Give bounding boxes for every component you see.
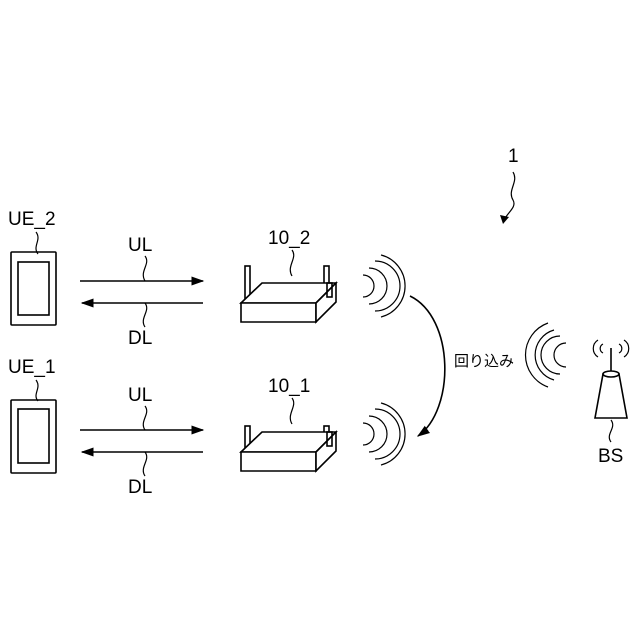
wraparound-label: 回り込み <box>454 352 514 370</box>
bs-label: BS <box>598 446 623 467</box>
base-station-icon <box>593 340 628 418</box>
router2-icon <box>241 266 336 322</box>
wraparound-arrow <box>410 296 445 436</box>
lower-ul-label: UL <box>128 385 152 406</box>
router2-leader <box>290 250 293 276</box>
router1-leader <box>290 398 293 424</box>
router2-label: 10_2 <box>268 228 310 249</box>
router1-icon <box>241 426 336 471</box>
lower-dl-label: DL <box>128 477 152 498</box>
system-ref-leader <box>504 172 515 220</box>
ue1-leader <box>36 380 38 401</box>
system-ref-arrowhead <box>500 215 509 224</box>
router1-radio-waves <box>363 403 405 465</box>
upper-ul-leader <box>143 256 146 281</box>
upper-ul-label: UL <box>128 235 152 256</box>
system-ref-label: 1 <box>508 146 519 167</box>
ue2-label: UE_2 <box>8 209 56 230</box>
lower-ul-leader <box>143 406 146 430</box>
bs-radio-waves <box>525 323 566 387</box>
bs-leader <box>609 420 612 442</box>
upper-dl-label: DL <box>128 328 152 349</box>
upper-dl-leader <box>143 303 146 327</box>
ue1-label: UE_1 <box>8 357 56 378</box>
router1-label: 10_1 <box>268 376 310 397</box>
lower-dl-leader <box>143 452 146 476</box>
ue2-leader <box>36 232 38 254</box>
router2-radio-waves <box>363 255 405 317</box>
ue2-phone-icon <box>11 252 56 325</box>
ue1-phone-icon <box>11 400 56 473</box>
